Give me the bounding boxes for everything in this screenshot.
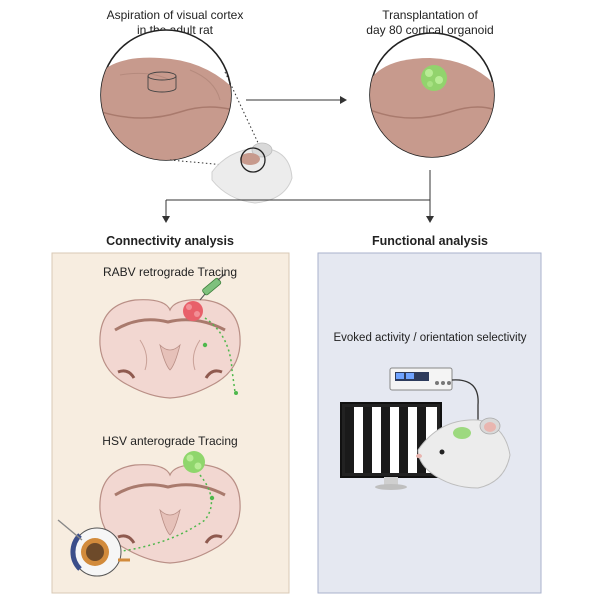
eye-icon <box>57 519 130 577</box>
aspiration-cylinder <box>147 71 177 93</box>
connectivity-heading: Connectivity analysis <box>106 234 234 248</box>
transplantation-caption-line2: day 80 cortical organoid <box>366 23 494 37</box>
transplantation-caption-line1: Transplantation of <box>382 8 478 22</box>
organoid-transplant <box>421 65 447 91</box>
syringe-icon <box>199 273 226 301</box>
coronal-brain-hsv <box>99 464 241 564</box>
aspiration-zoom-circle <box>100 29 232 161</box>
hsv-label: HSV anterograde Tracing <box>102 434 238 448</box>
coronal-brain-rabv <box>99 299 241 399</box>
functional-heading: Functional analysis <box>371 234 488 248</box>
rabv-label: RABV retrograde Tracing <box>102 265 238 279</box>
stimulus-monitor <box>340 402 442 490</box>
organoid-green-hsv <box>183 451 205 473</box>
organoid-red <box>183 301 203 321</box>
rat-head-viewing <box>416 417 511 489</box>
evoked-activity-label: Evoked activity / orientation selectivit… <box>333 332 527 344</box>
transplant-zoom-circle <box>369 32 495 158</box>
aspiration-caption-line1: Aspiration of visual cortex <box>106 8 244 22</box>
rat-head-small <box>211 142 293 204</box>
